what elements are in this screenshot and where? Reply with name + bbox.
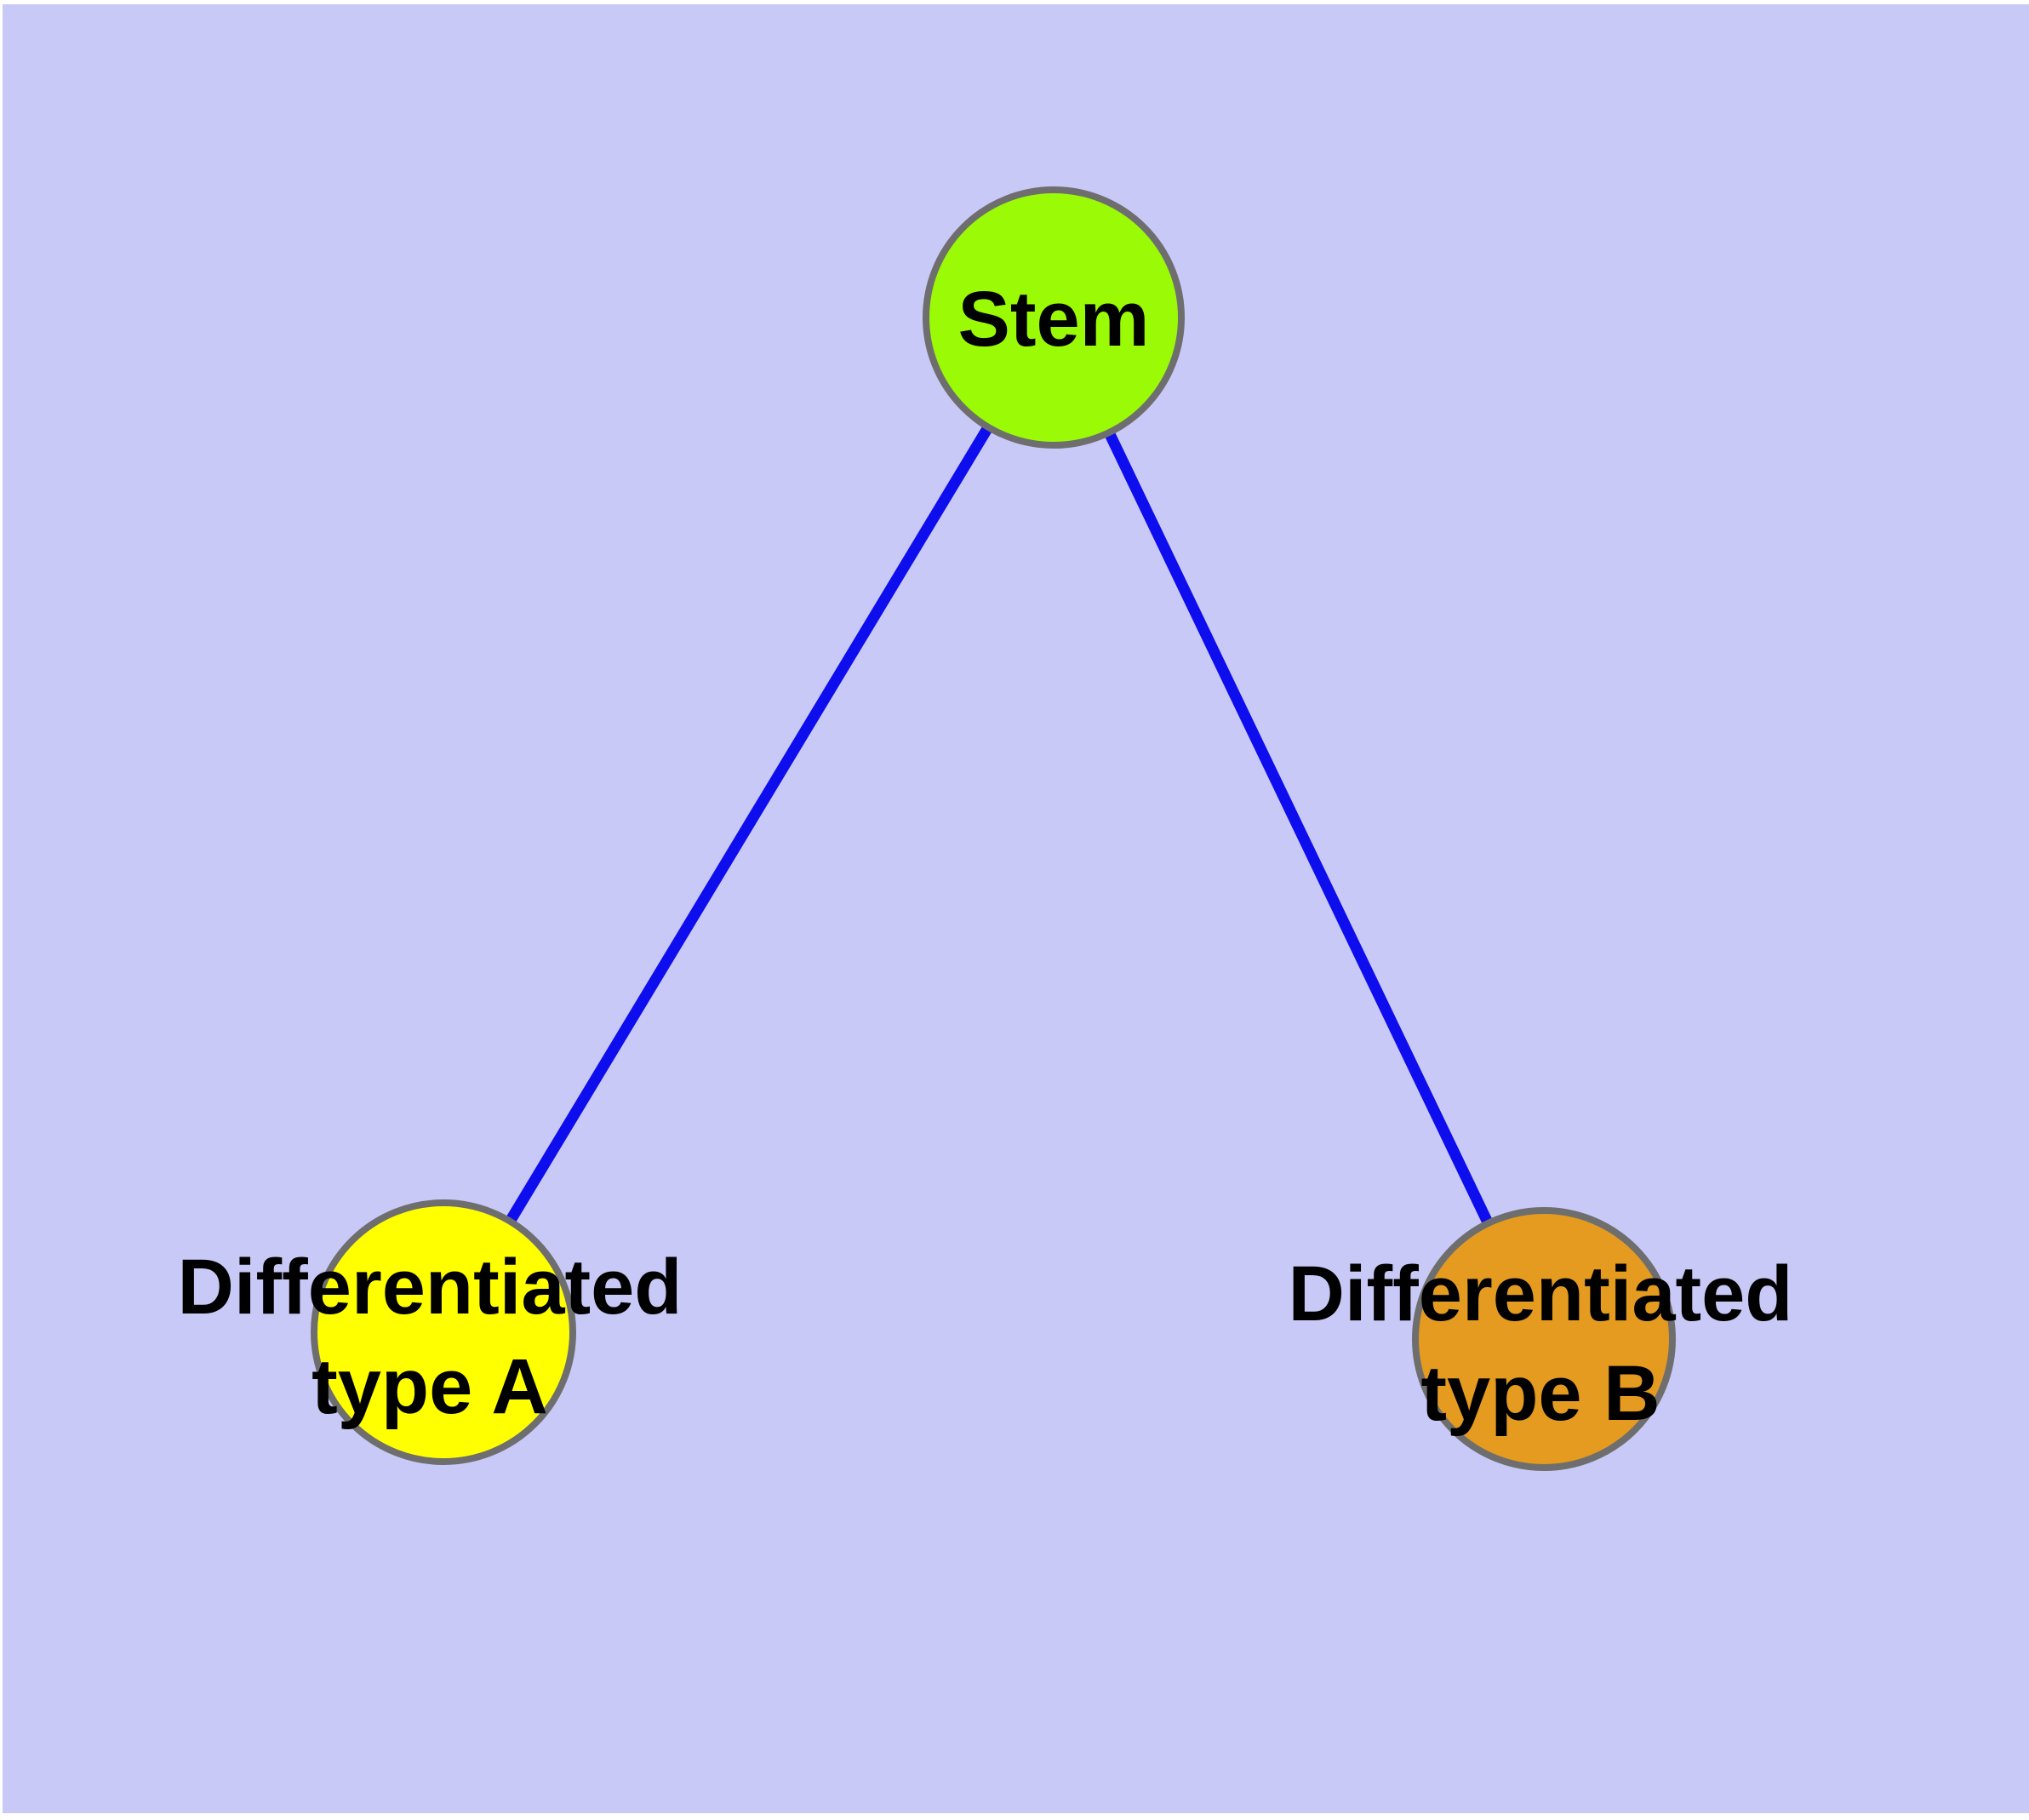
node-type-b-label-line1: Differentiated xyxy=(1289,1251,1793,1337)
node-stem-label: Stem xyxy=(958,276,1150,363)
edge-stem-type-b xyxy=(1104,430,1493,1225)
node-type-b: Differentiated type B xyxy=(1289,1207,1793,1471)
node-type-a-label-line1: Differentiated xyxy=(178,1244,683,1331)
node-type-b-circle xyxy=(1412,1207,1676,1471)
node-type-a-label-line2: type A xyxy=(311,1343,548,1430)
node-type-a: Differentiated type A xyxy=(178,1199,683,1465)
edge-stem-type-a xyxy=(505,424,993,1225)
node-stem-circle xyxy=(923,186,1185,449)
node-type-a-circle xyxy=(311,1199,576,1465)
node-type-b-label-line2: type B xyxy=(1420,1350,1660,1437)
node-stem: Stem xyxy=(923,186,1185,449)
